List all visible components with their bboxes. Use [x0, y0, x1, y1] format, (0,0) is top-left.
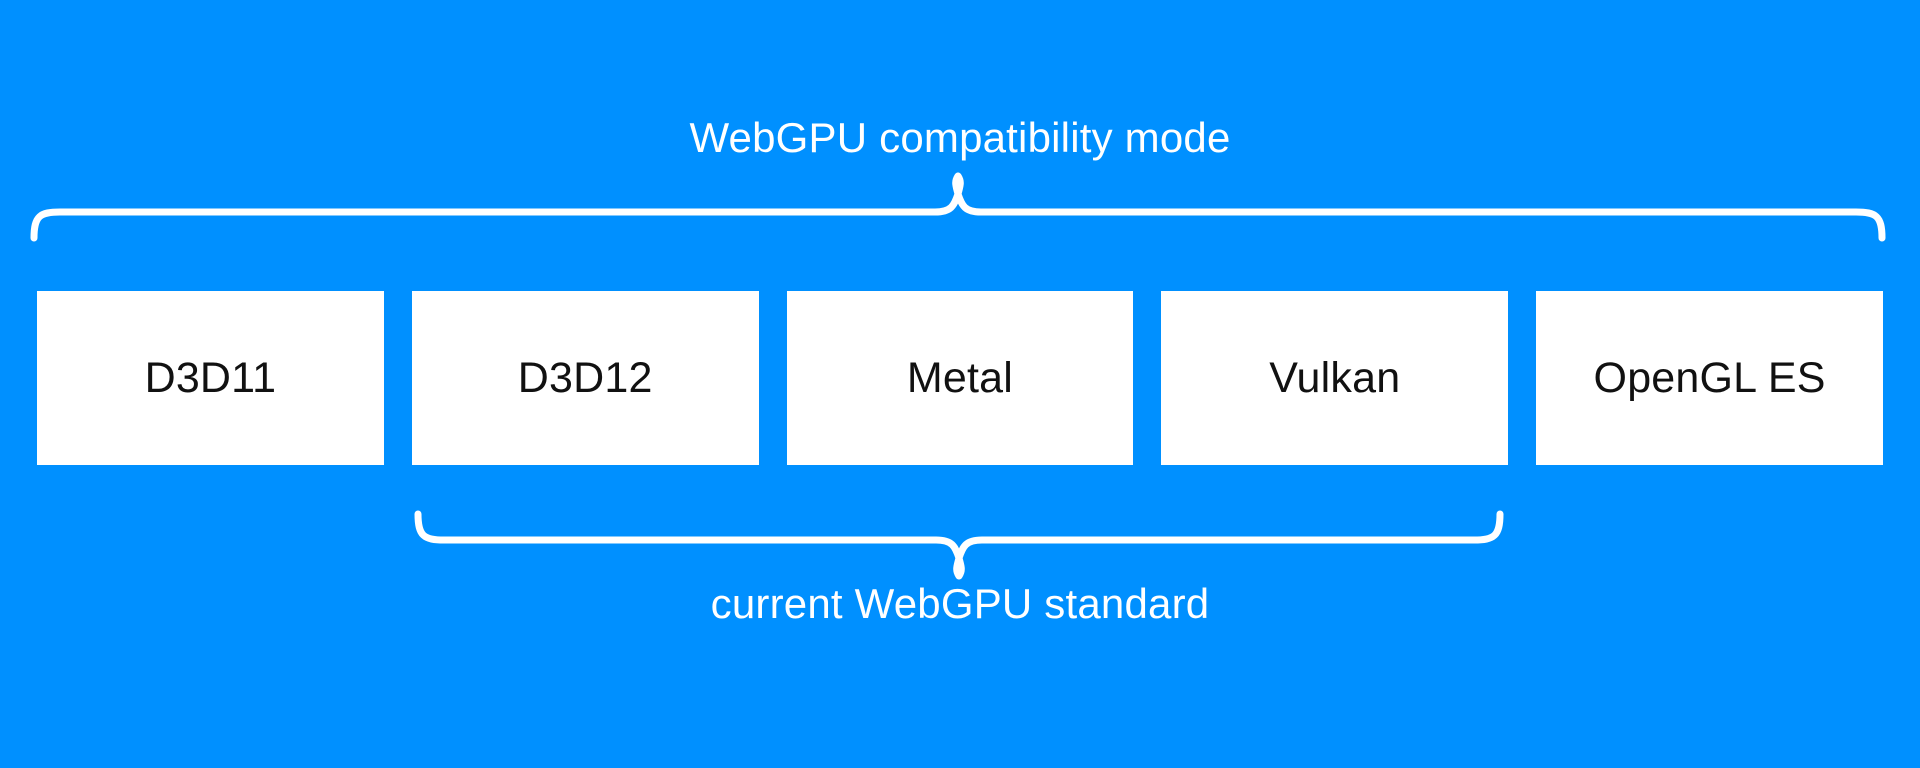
api-box-opengl-es[interactable]: OpenGL ES: [1536, 291, 1883, 465]
api-box-metal[interactable]: Metal: [786, 291, 1134, 465]
top-brace-label: WebGPU compatibility mode: [689, 114, 1231, 161]
api-box-d3d11[interactable]: D3D11: [37, 291, 384, 465]
api-box-label: OpenGL ES: [1593, 353, 1826, 402]
top-brace-icon: [30, 172, 1886, 242]
api-box-label: Metal: [906, 353, 1014, 402]
api-box-d3d12[interactable]: D3D12: [411, 291, 759, 465]
api-box-row: D3D11 D3D12 Metal Vulkan OpenGL ES: [37, 291, 1883, 465]
api-box-label: D3D11: [144, 353, 277, 402]
api-box-label: Vulkan: [1269, 353, 1401, 402]
bottom-brace-icon: [414, 510, 1504, 580]
api-box-vulkan[interactable]: Vulkan: [1161, 291, 1509, 465]
bottom-brace-label: current WebGPU standard: [710, 580, 1210, 627]
api-box-label: D3D12: [517, 353, 653, 402]
